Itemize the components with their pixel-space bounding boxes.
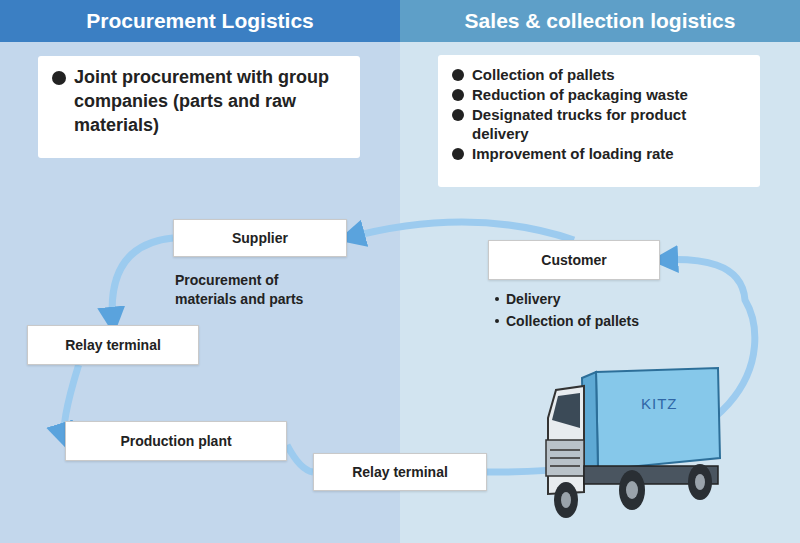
flow-note: Collection of pallets xyxy=(495,312,695,331)
note-card: Joint procurement with group companies (… xyxy=(38,56,360,158)
process-box: Relay terminal xyxy=(27,325,199,365)
process-box: Production plant xyxy=(65,421,287,461)
bullet-dot xyxy=(452,89,464,101)
truck-logo: KITZ xyxy=(641,394,701,414)
label-text: Delivery xyxy=(506,290,560,309)
box-label: Customer xyxy=(541,252,606,268)
flow-arrow xyxy=(487,260,755,472)
bullet-text: Improvement of loading rate xyxy=(472,144,674,164)
note-card: Collection of palletsReduction of packag… xyxy=(438,55,760,187)
box-label: Supplier xyxy=(232,230,288,246)
bullet-dot xyxy=(452,109,464,121)
flow-arrow xyxy=(347,222,574,240)
box-label: Relay terminal xyxy=(65,337,161,353)
rear-wheel xyxy=(619,470,645,510)
bullet-item: Designated trucks for product delivery xyxy=(452,105,746,145)
flow-note: Delivery xyxy=(495,290,695,309)
rear-wheel xyxy=(688,464,712,500)
bullet-text: Joint procurement with group companies (… xyxy=(74,66,346,137)
bullet-item: Collection of pallets xyxy=(452,65,746,85)
truck-container xyxy=(596,368,720,470)
label-text: Procurement of materials and parts xyxy=(175,272,303,307)
bullet-text: Reduction of packaging waste xyxy=(472,85,688,105)
bullet-dot xyxy=(495,319,499,323)
cab-grille xyxy=(546,440,584,476)
bullet-item: Joint procurement with group companies (… xyxy=(52,66,346,137)
bullet-dot xyxy=(452,69,464,81)
flow-arrow xyxy=(112,238,173,325)
header-band: Sales & collection logistics xyxy=(400,0,800,42)
box-label: Production plant xyxy=(120,433,231,449)
bullet-dot xyxy=(495,297,499,301)
bullet-item: Reduction of packaging waste xyxy=(452,85,746,105)
header-text: Sales & collection logistics xyxy=(465,9,736,33)
process-box: Supplier xyxy=(173,219,347,257)
bullet-dot xyxy=(452,148,464,160)
process-box: Relay terminal xyxy=(313,453,487,491)
logo-text: KITZ xyxy=(641,395,678,412)
bullet-text: Collection of pallets xyxy=(472,65,615,85)
label-text: Collection of pallets xyxy=(506,312,639,331)
header-text: Procurement Logistics xyxy=(86,9,314,33)
process-box: Customer xyxy=(488,240,660,280)
bullet-item: Improvement of loading rate xyxy=(452,144,746,164)
header-band: Procurement Logistics xyxy=(0,0,400,42)
bullet-text: Designated trucks for product delivery xyxy=(472,105,746,145)
flow-arrow xyxy=(287,445,313,472)
flow-note: Procurement of materials and parts xyxy=(175,271,335,309)
box-label: Relay terminal xyxy=(352,464,448,480)
cab-window xyxy=(552,393,580,428)
truck xyxy=(546,368,720,518)
front-wheel xyxy=(554,482,578,518)
bullet-dot xyxy=(52,71,66,85)
